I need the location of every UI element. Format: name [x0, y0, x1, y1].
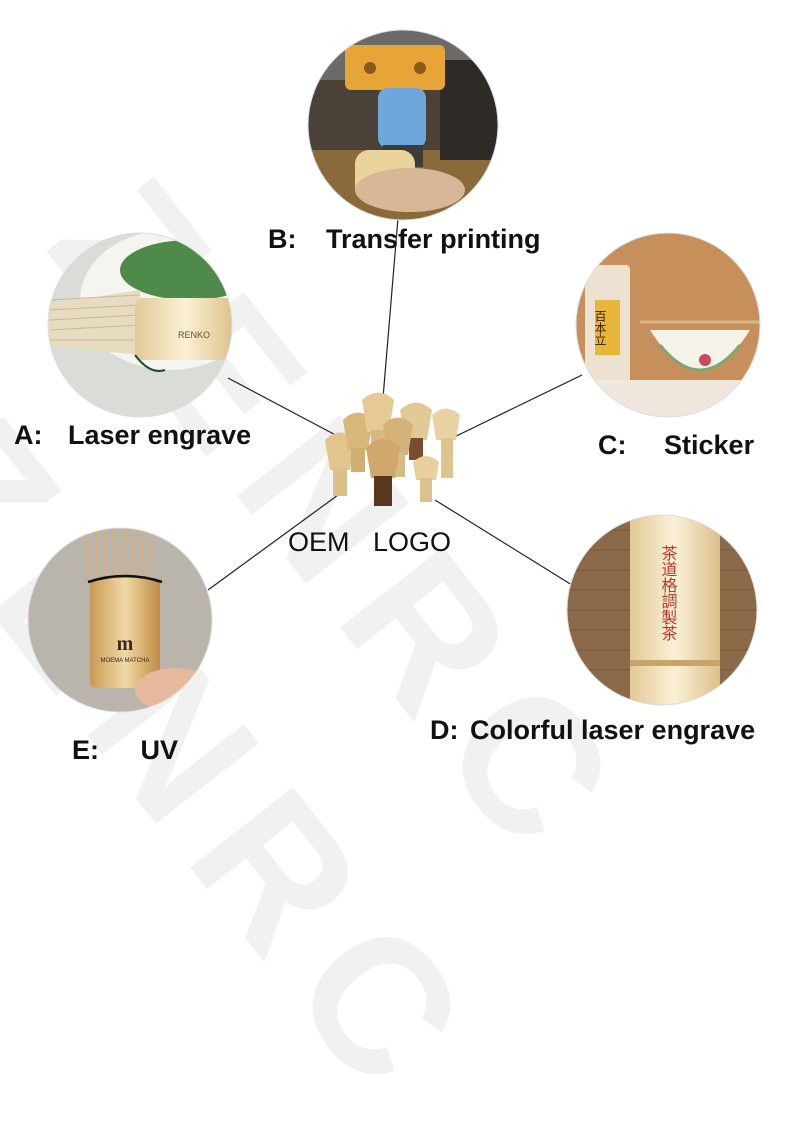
sticker-label-text: 百本立: [593, 310, 607, 346]
colorful-engrave-text: 茶道格調製茶: [659, 545, 678, 641]
photo-uv: m MOEMA MATCHA: [28, 528, 212, 712]
label-d-name: Colorful laser engrave: [470, 715, 756, 745]
connector-a: [227, 377, 346, 441]
label-uv: E: UV: [72, 735, 178, 766]
label-transfer-printing: B: Transfer printing: [268, 224, 541, 255]
diagram-canvas: ZENRC ZENRC: [0, 29, 761, 1146]
label-laser-engrave: A: Laser engrave: [14, 420, 251, 451]
label-c-code: C:: [598, 430, 627, 460]
connector-d: [434, 499, 581, 591]
connector-e: [207, 494, 339, 591]
connector-lines: [207, 217, 583, 591]
label-a-code: A:: [14, 420, 43, 450]
label-sticker: C: Sticker: [598, 430, 754, 461]
oem-logo-caption: OEM LOGO: [288, 527, 451, 558]
caption-oem: OEM: [288, 527, 350, 557]
label-e-code: E:: [72, 735, 99, 765]
connector-b: [381, 217, 399, 411]
whisk-5: [432, 408, 460, 478]
label-a-name: Laser engrave: [68, 420, 252, 450]
whisk-8: [413, 456, 439, 502]
photo-sticker: 百本立: [576, 233, 760, 417]
uv-logo-letter: m: [117, 633, 134, 655]
whisk-1: [325, 432, 355, 496]
center-whisk-cluster: [325, 392, 460, 506]
photo-colorful-laser-engrave: 茶道格調製茶: [567, 515, 757, 705]
engrave-mark-text: RENKO: [178, 330, 210, 340]
caption-logo: LOGO: [373, 527, 452, 557]
photo-laser-engrave: RENKO: [48, 233, 232, 417]
diagram-graphics: RENKO 百本立 m M: [27, 29, 761, 713]
label-e-name: UV: [140, 735, 179, 765]
whisk-7: [366, 439, 400, 506]
label-colorful-laser-engrave: D: Colorful laser engrave: [430, 715, 755, 746]
label-b-name: Transfer printing: [326, 224, 541, 254]
label-b-code: B:: [268, 224, 297, 254]
connector-c: [447, 374, 583, 441]
label-c-name: Sticker: [664, 430, 755, 460]
photo-transfer-printing: [308, 30, 498, 220]
uv-logo-text: MOEMA MATCHA: [101, 658, 150, 664]
label-d-code: D:: [430, 715, 459, 745]
